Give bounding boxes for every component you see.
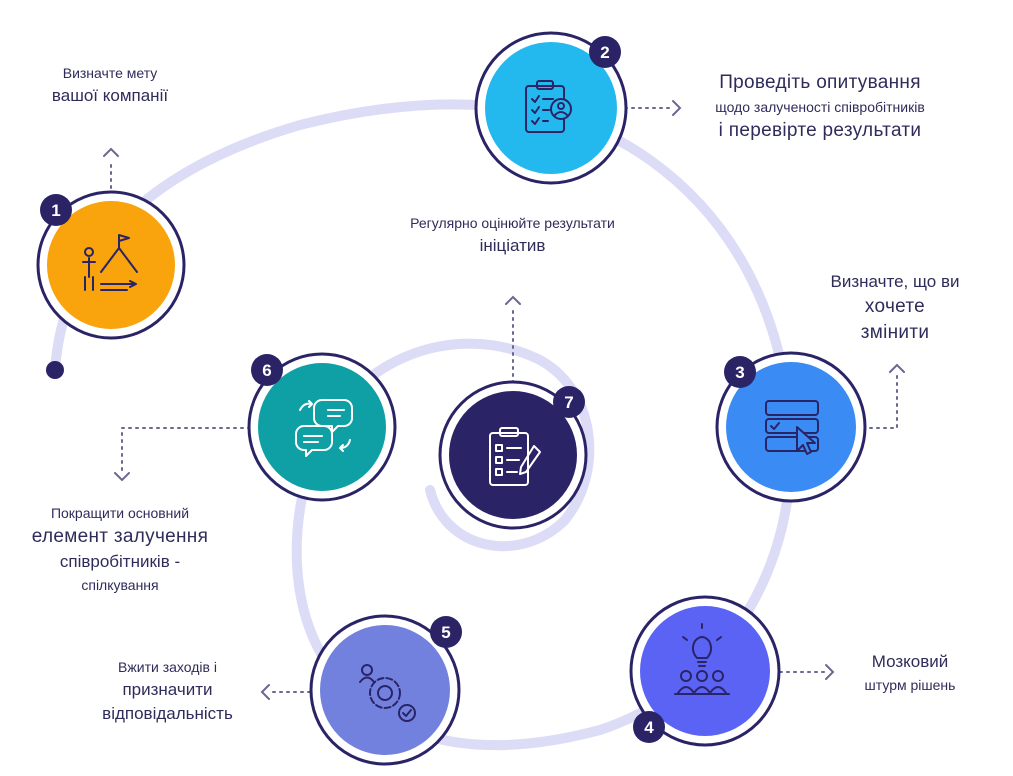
step-3-badge: 3 (735, 363, 744, 382)
step-4-badge: 4 (644, 718, 654, 737)
arrow-2 (672, 100, 682, 116)
step-7-label-line-1: Регулярно оцінюйте результати (410, 215, 615, 231)
spiral-start-dot (46, 361, 64, 379)
spiral-track (50, 99, 796, 751)
step-2-label-line-2: щодо залученості співробітників (715, 99, 925, 115)
step-5-label-line-2: призначити (122, 680, 213, 699)
step-6-label-line-2: елемент залучення (31, 526, 209, 547)
step-6-label-line-1: Покращити основний (50, 505, 190, 521)
step-6-label-line-4: спілкування (81, 577, 159, 593)
arrow-7 (505, 295, 521, 305)
step-6-badge: 6 (262, 361, 271, 380)
step-7-node: 7 (438, 380, 588, 530)
checklist-pen-icon (489, 427, 541, 486)
connector-3 (869, 374, 898, 429)
step-6-label: Покращити основний елемент залучення спі… (0, 502, 240, 596)
step-1-badge: 1 (51, 201, 60, 220)
arrow-4 (825, 664, 835, 680)
arrow-1 (103, 147, 119, 157)
step-2-node: 2 (474, 31, 628, 185)
arrow-5 (260, 684, 270, 700)
person-gear-check-icon (359, 664, 416, 722)
step-2-label-line-1: Проведіть опитування (719, 72, 921, 93)
step-1-label-line-1: Визначте мету (62, 65, 158, 81)
step-1-label: Визначте мету вашої компанії (20, 62, 200, 108)
step-5-node: 5 (309, 614, 462, 766)
select-options-cursor-icon (765, 400, 819, 455)
step-5-label-line-3: відповідальність (102, 704, 233, 723)
arrow-6 (114, 472, 130, 482)
arrow-3 (889, 363, 905, 373)
step-4-label-line-1: Мозковий (871, 652, 949, 671)
step-1-node: 1 (36, 190, 186, 340)
step-3-label: Визначте, що ви хочете змінити (810, 270, 980, 346)
step-5-label: Вжити заходів і призначити відповідальні… (70, 656, 265, 726)
step-3-label-line-1: Визначте, що ви (830, 272, 960, 291)
step-2-label-line-3: і перевірте результати (718, 120, 922, 141)
chat-bubbles-exchange-icon (295, 399, 353, 457)
step-4-label: Мозковий штурм рішень (835, 650, 985, 696)
step-7-badge: 7 (564, 393, 573, 412)
goal-mountain-flag-icon (82, 234, 138, 291)
survey-clipboard-icon (525, 80, 572, 133)
step-7-label-line-2: ініціатив (479, 236, 546, 255)
step-4-node: 4 (629, 595, 781, 747)
step-2-label: Проведіть опитування щодо залученості сп… (690, 70, 950, 144)
step-6-label-line-3: співробітників - (59, 552, 181, 571)
step-2-badge: 2 (600, 43, 609, 62)
step-6-node: 6 (247, 352, 397, 502)
step-5-label-line-1: Вжити заходів і (118, 659, 217, 675)
step-3-label-line-3: змінити (860, 322, 930, 343)
step-4-label-line-2: штурм рішень (864, 677, 956, 693)
connector-6 (121, 427, 251, 471)
brainstorm-team-lightbulb-icon (674, 623, 730, 695)
step-3-node: 3 (715, 351, 867, 503)
step-1-label-line-2: вашої компанії (51, 86, 169, 105)
step-5-badge: 5 (441, 623, 450, 642)
step-3-label-line-2: хочете (864, 296, 926, 317)
step-7-label: Регулярно оцінюйте результати ініціатив (385, 212, 640, 258)
